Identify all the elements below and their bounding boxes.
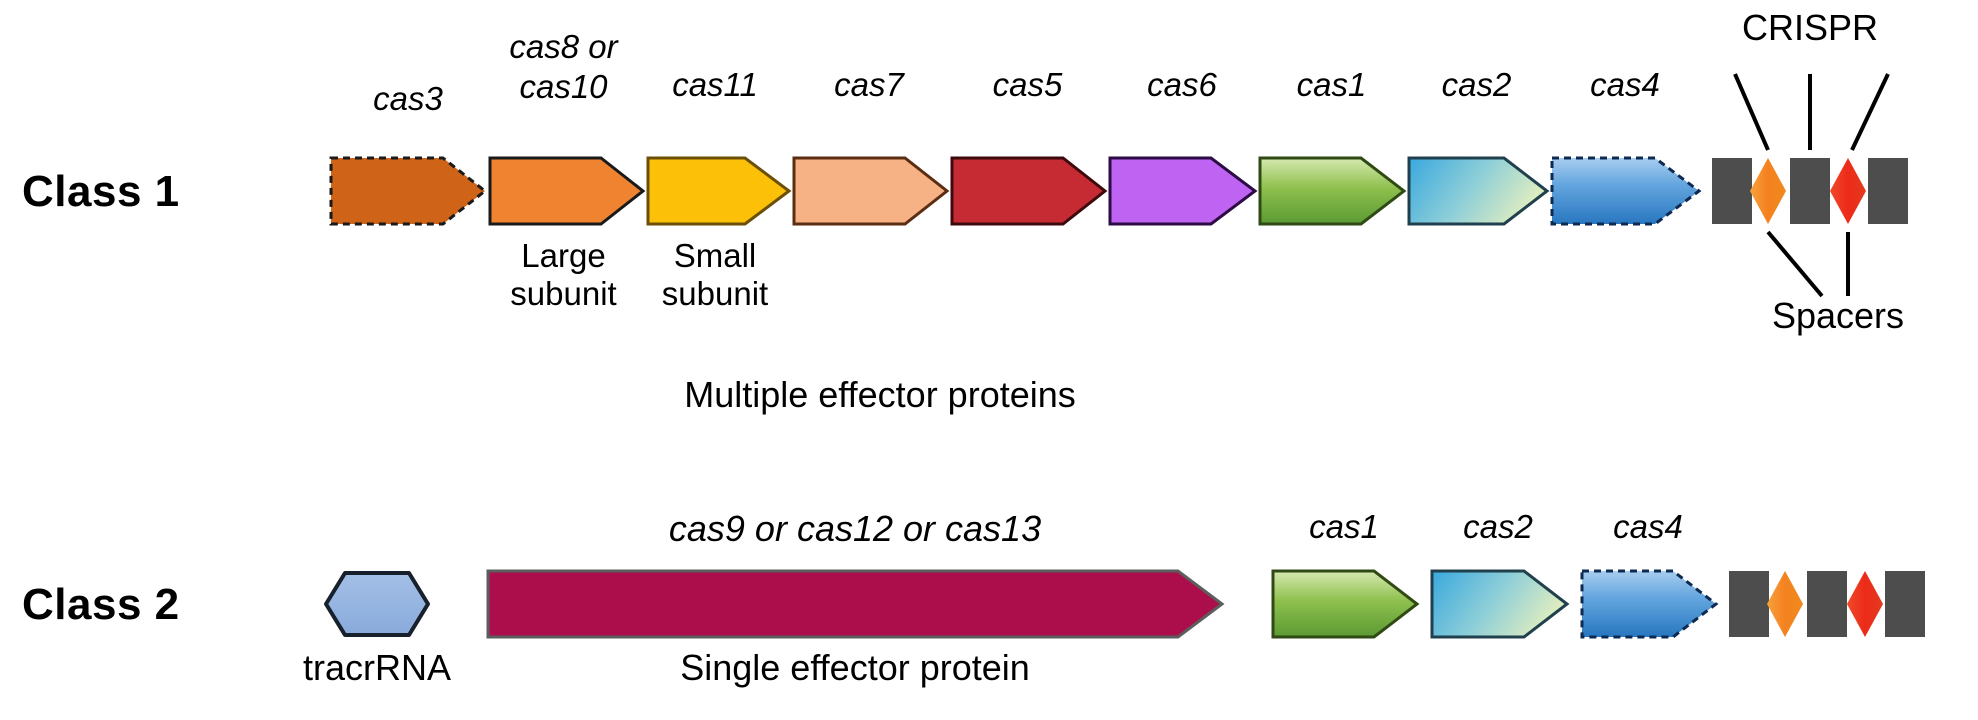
gene-name-cas1: cas1 (1296, 66, 1367, 103)
gene-arrow-cas4-class2[interactable] (1580, 569, 1719, 639)
row-label-class2: Class 2 (22, 580, 180, 629)
crispr-array-class2[interactable] (1729, 571, 1925, 637)
crispr-spacer-orange (1767, 571, 1803, 637)
large-subunit-label-line1: Large (521, 237, 606, 274)
gene-arrow-cas1-class2[interactable] (1271, 569, 1420, 639)
gene-arrow-cas8-cas10[interactable] (488, 156, 646, 226)
gene-name-cas4: cas4 (1590, 66, 1660, 103)
crispr-spacer-red (1830, 158, 1866, 224)
crispr-repeat-block (1807, 571, 1847, 637)
gene-name-cas1-class2: cas1 (1309, 508, 1379, 545)
gene-name-cas6: cas6 (1147, 66, 1217, 103)
gene-arrow-cas5[interactable] (950, 156, 1108, 226)
crispr-spacer-red (1847, 571, 1883, 637)
gene-name-cas4-class2: cas4 (1613, 508, 1683, 545)
gene-name-cas2: cas2 (1441, 66, 1512, 103)
gene-arrow-cas3[interactable] (329, 156, 488, 226)
gene-arrow-cas1[interactable] (1258, 156, 1407, 226)
gene-name-effector: cas9 or cas12 or cas13 (668, 508, 1042, 549)
gene-arrow-cas2-class2[interactable] (1430, 569, 1570, 639)
gene-name-cas7: cas7 (834, 66, 904, 103)
small-subunit-label-line1: Small (673, 237, 757, 274)
crispr-repeat-block (1885, 571, 1925, 637)
gene-arrow-effector[interactable] (486, 569, 1225, 639)
crispr-repeat-block (1729, 571, 1769, 637)
crispr-spacer-orange (1750, 158, 1786, 224)
tracrrna-label: tracrRNA (302, 647, 451, 688)
gene-arrow-cas4[interactable] (1550, 156, 1702, 226)
row-label-class1: Class 1 (22, 167, 180, 216)
gene-arrow-cas6[interactable] (1108, 156, 1258, 226)
spacers-leader-lines (1766, 230, 1850, 298)
gene-name-cas3: cas3 (373, 80, 443, 117)
tracrrna-hexagon[interactable] (324, 571, 430, 637)
crispr-label: CRISPR (1741, 7, 1879, 48)
gene-arrow-cas2[interactable] (1407, 156, 1550, 226)
crispr-leader-lines (1733, 73, 1890, 151)
gene-name-cas11: cas11 (672, 66, 758, 103)
gene-arrow-cas7[interactable] (792, 156, 950, 226)
gene-name-cas2-class2: cas2 (1463, 508, 1533, 545)
small-subunit-label-line2: subunit (661, 275, 769, 312)
crispr-repeat-block (1868, 158, 1908, 224)
gene-name-cas8-or: cas8 or (509, 28, 618, 65)
crispr-repeat-block (1712, 158, 1752, 224)
leader-line-spacers-left (1766, 230, 1824, 298)
multiple-effector-proteins-label: Multiple effector proteins (684, 374, 1076, 415)
spacers-label: Spacers (1771, 295, 1905, 336)
single-effector-protein-label: Single effector protein (680, 647, 1030, 688)
crispr-array-class1[interactable] (1712, 158, 1908, 224)
gene-name-cas10: cas10 (519, 68, 608, 105)
leader-line-crispr-left (1733, 73, 1770, 151)
crispr-repeat-block (1790, 158, 1830, 224)
gene-arrow-cas11[interactable] (646, 156, 792, 226)
large-subunit-label-line2: subunit (510, 275, 617, 312)
gene-name-cas5: cas5 (992, 66, 1063, 103)
leader-line-crispr-right (1850, 73, 1890, 151)
